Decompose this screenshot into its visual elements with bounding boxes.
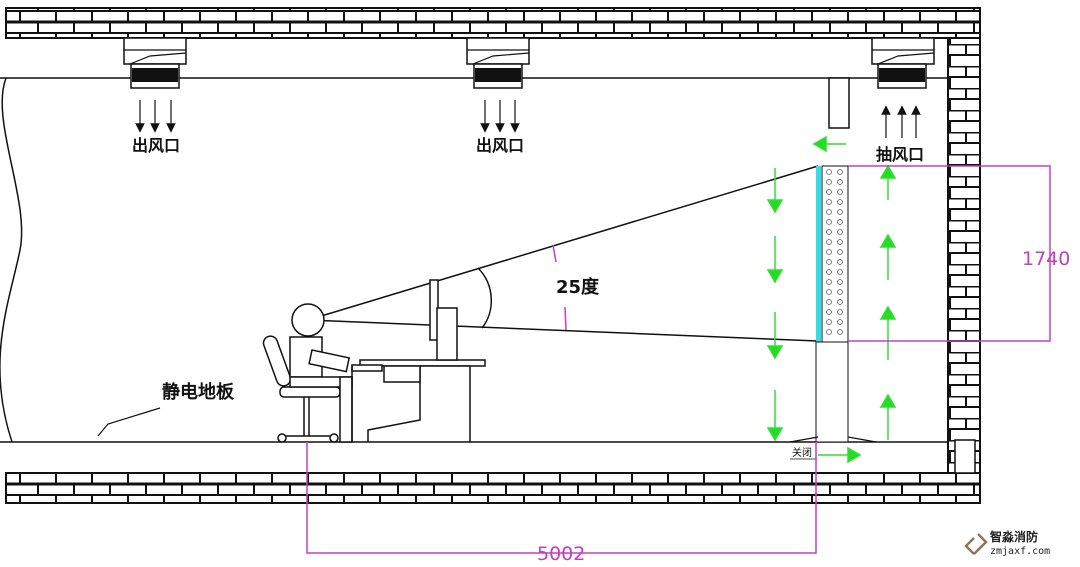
panel-hole (837, 179, 843, 185)
floor-label: 静电地板 (162, 381, 235, 403)
distance-dimension: 5002 (537, 543, 585, 565)
air-outlet-2 (466, 37, 530, 133)
brand-url: zmjaxf.com (990, 546, 1050, 557)
panel-hole (837, 219, 843, 225)
ceiling-wall (5, 7, 981, 39)
outlet-1-arrows-icon (135, 100, 176, 133)
panel-hole (826, 179, 832, 185)
panel-hole (837, 209, 843, 215)
brand-name: 智淼消防 (989, 529, 1038, 544)
panel-hole (837, 239, 843, 245)
panel-hole (826, 289, 832, 295)
panel-hole (826, 239, 832, 245)
airflow-arrows (766, 135, 897, 464)
panel-hole (826, 199, 832, 205)
panel-hole (837, 279, 843, 285)
floor-wall (5, 472, 981, 504)
panel-hole (837, 309, 843, 315)
exhaust-vent (828, 37, 935, 138)
outlet-2-arrows-icon (480, 100, 520, 133)
panel-hole (826, 209, 832, 215)
person-at-desk (262, 279, 486, 443)
closed-label: 关闭 (792, 446, 812, 459)
panel-hole (837, 289, 843, 295)
panel-hole (826, 269, 832, 275)
room-outline (0, 77, 948, 443)
height-dimension: 1740 (1022, 248, 1070, 270)
brand-logo-icon (964, 533, 988, 555)
panel-hole (826, 319, 832, 325)
air-outlet-1 (123, 37, 187, 133)
panel-hole (837, 229, 843, 235)
panel-hole (837, 299, 843, 305)
panel-hole (826, 279, 832, 285)
dimension-lines (306, 165, 1051, 554)
floor-leader-line (97, 407, 161, 437)
exhaust-arrows-icon (881, 105, 921, 138)
exhaust-label: 抽风口 (876, 145, 924, 164)
right-wall (947, 37, 981, 474)
angle-marks (552, 244, 567, 331)
outlet-1-label: 出风口 (132, 136, 180, 155)
panel-hole (837, 259, 843, 265)
outlet-2-label: 出风口 (476, 136, 524, 155)
panel-hole (837, 249, 843, 255)
panel-hole (826, 259, 832, 265)
watermark: 智淼消防 zmjaxf.com (964, 529, 1050, 557)
sightline (307, 165, 819, 342)
panel-hole (826, 219, 832, 225)
panel-hole (826, 169, 832, 175)
panel-hole (826, 329, 832, 335)
panel-hole (837, 329, 843, 335)
panel-hole (826, 309, 832, 315)
panel-hole (837, 169, 843, 175)
panel-hole (837, 189, 843, 195)
panel-hole (826, 249, 832, 255)
display-wall (789, 165, 877, 443)
panel-hole (826, 299, 832, 305)
panel-hole (837, 199, 843, 205)
panel-hole (837, 269, 843, 275)
angle-label: 25度 (556, 276, 600, 298)
panel-hole (837, 319, 843, 325)
panel-hole (826, 229, 832, 235)
panel-hole (826, 189, 832, 195)
